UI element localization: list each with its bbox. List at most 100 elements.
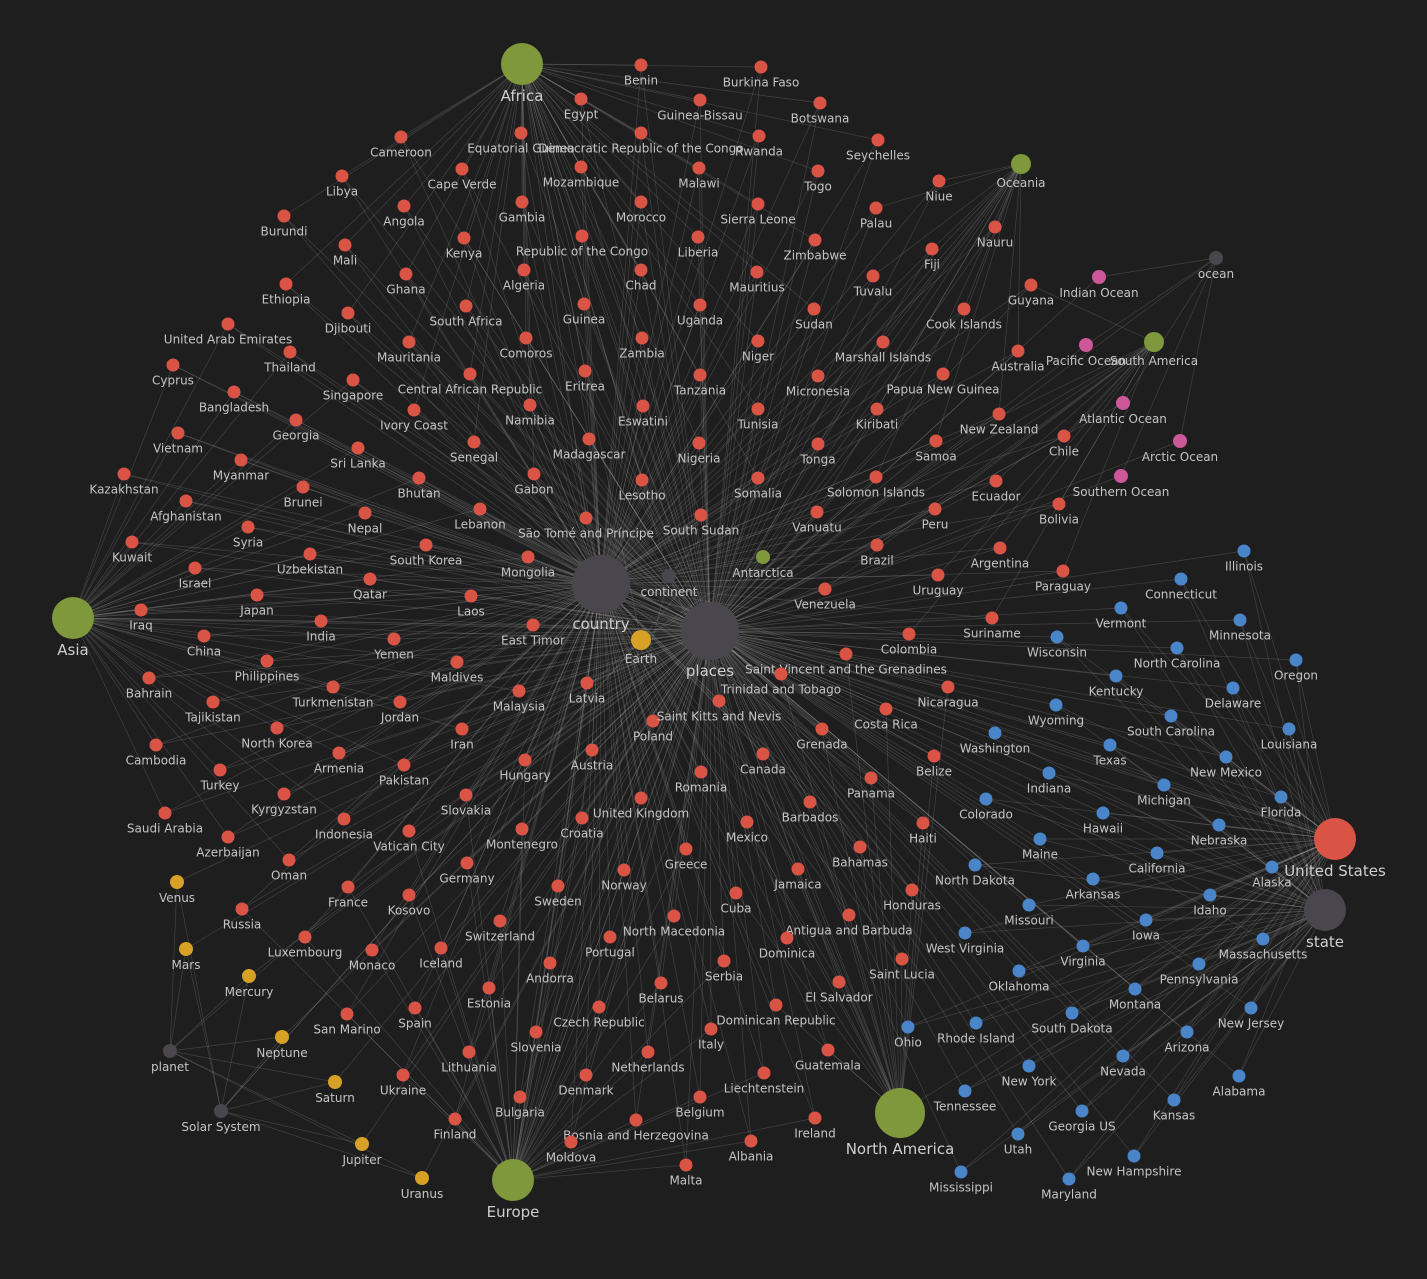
node-tonga[interactable]: Tonga (799, 437, 836, 467)
node-circle[interactable] (1226, 681, 1240, 695)
node-dominica[interactable]: Dominica (759, 931, 816, 961)
node-finland[interactable]: Finland (434, 1112, 477, 1142)
node-serbia[interactable]: Serbia (705, 954, 743, 984)
node-circle[interactable] (166, 358, 180, 372)
node-uzbekistan[interactable]: Uzbekistan (277, 547, 343, 577)
node-qatar[interactable]: Qatar (353, 572, 387, 602)
node-malawi[interactable]: Malawi (678, 161, 720, 191)
node-mongolia[interactable]: Mongolia (501, 550, 555, 580)
node-estonia[interactable]: Estonia (467, 981, 511, 1011)
node-panama[interactable]: Panama (847, 771, 895, 801)
node-michigan[interactable]: Michigan (1137, 778, 1191, 808)
node-circle[interactable] (968, 858, 982, 872)
node-missouri[interactable]: Missouri (1004, 898, 1054, 928)
node-circle[interactable] (810, 505, 824, 519)
node-sierra-leone[interactable]: Sierra Leone (720, 197, 796, 227)
node-central-african-republic[interactable]: Central African Republic (398, 367, 542, 397)
node-circle[interactable] (875, 1088, 925, 1138)
node-circle[interactable] (448, 1112, 462, 1126)
node-montana[interactable]: Montana (1109, 982, 1161, 1012)
node-circle[interactable] (1233, 613, 1247, 627)
node-circle[interactable] (752, 129, 766, 143)
node-hungary[interactable]: Hungary (499, 753, 551, 783)
node-circle[interactable] (1237, 544, 1251, 558)
node-circle[interactable] (1092, 270, 1106, 284)
node-circle[interactable] (988, 726, 1002, 740)
node-circle[interactable] (693, 368, 707, 382)
node-togo[interactable]: Togo (803, 164, 832, 194)
node-circle[interactable] (1076, 939, 1090, 953)
node-circle[interactable] (303, 547, 317, 561)
node-circle[interactable] (408, 1001, 422, 1015)
node-south-africa[interactable]: South Africa (430, 299, 503, 329)
node-lesotho[interactable]: Lesotho (618, 473, 666, 503)
node-circle[interactable] (1116, 396, 1130, 410)
node-circle[interactable] (927, 749, 941, 763)
node-circle[interactable] (1024, 278, 1038, 292)
node-arkansas[interactable]: Arkansas (1066, 872, 1121, 902)
node-circle[interactable] (1128, 982, 1142, 996)
node-west-virginia[interactable]: West Virginia (926, 926, 1005, 956)
node-fiji[interactable]: Fiji (924, 242, 940, 272)
node-circle[interactable] (1180, 1025, 1194, 1039)
node-circle[interactable] (957, 302, 971, 316)
node-argentina[interactable]: Argentina (971, 541, 1030, 571)
node-circle[interactable] (289, 413, 303, 427)
node-circle[interactable] (902, 627, 916, 641)
node-israel[interactable]: Israel (179, 561, 212, 591)
node-circle[interactable] (125, 535, 139, 549)
node-circle[interactable] (1012, 964, 1026, 978)
node-kansas[interactable]: Kansas (1153, 1093, 1195, 1123)
node-denmark[interactable]: Denmark (558, 1068, 614, 1098)
node-afghanistan[interactable]: Afghanistan (150, 494, 222, 524)
node-ghana[interactable]: Ghana (386, 267, 426, 297)
node-new-jersey[interactable]: New Jersey (1218, 1001, 1285, 1031)
node-circle[interactable] (134, 603, 148, 617)
node-circle[interactable] (750, 265, 764, 279)
node-south-sudan[interactable]: South Sudan (663, 508, 740, 538)
node-kiribati[interactable]: Kiribati (856, 402, 898, 432)
node-earth[interactable]: Earth (625, 630, 657, 666)
node-switzerland[interactable]: Switzerland (465, 914, 535, 944)
node-delaware[interactable]: Delaware (1205, 681, 1262, 711)
node-grenada[interactable]: Grenada (796, 722, 848, 752)
node-ecuador[interactable]: Ecuador (971, 474, 1021, 504)
node-mauritania[interactable]: Mauritania (377, 335, 441, 365)
node-circle[interactable] (326, 680, 340, 694)
node-circle[interactable] (1219, 750, 1233, 764)
node-georgia[interactable]: Georgia (272, 413, 320, 443)
node-el-salvador[interactable]: El Salvador (805, 975, 873, 1005)
node-solomon-islands[interactable]: Solomon Islands (827, 470, 925, 500)
node-antigua-and-barbuda[interactable]: Antigua and Barbuda (785, 908, 913, 938)
node-madagascar[interactable]: Madagascar (553, 432, 626, 462)
node-circle[interactable] (328, 1075, 342, 1089)
node-circle[interactable] (1011, 1127, 1025, 1141)
node-circle[interactable] (578, 364, 592, 378)
node-costa-rica[interactable]: Costa Rica (854, 702, 918, 732)
node-mexico[interactable]: Mexico (726, 815, 768, 845)
node-micronesia[interactable]: Micronesia (786, 369, 850, 399)
node-vatican-city[interactable]: Vatican City (373, 824, 445, 854)
node-tunisia[interactable]: Tunisia (737, 402, 779, 432)
node-colombia[interactable]: Colombia (881, 627, 937, 657)
node-circle[interactable] (1011, 344, 1025, 358)
node-circle[interactable] (355, 1137, 369, 1151)
node-guyana[interactable]: Guyana (1008, 278, 1054, 308)
node-circle[interactable] (1167, 1093, 1181, 1107)
node-circle[interactable] (634, 126, 648, 140)
node-circle[interactable] (864, 771, 878, 785)
node-circle[interactable] (751, 197, 765, 211)
node-circle[interactable] (1033, 832, 1047, 846)
node-trinidad-and-tobago[interactable]: Trinidad and Tobago (720, 667, 841, 697)
node-circle[interactable] (450, 655, 464, 669)
node-united-states[interactable]: United States (1284, 818, 1386, 880)
node-circle[interactable] (931, 568, 945, 582)
node-somalia[interactable]: Somalia (734, 471, 782, 501)
node-lithuania[interactable]: Lithuania (441, 1045, 497, 1075)
node-north-dakota[interactable]: North Dakota (935, 858, 1015, 888)
node-pennsylvania[interactable]: Pennsylvania (1160, 957, 1239, 987)
node-circle[interactable] (757, 1066, 771, 1080)
node-antarctica[interactable]: Antarctica (732, 550, 794, 580)
node-saturn[interactable]: Saturn (315, 1075, 355, 1105)
